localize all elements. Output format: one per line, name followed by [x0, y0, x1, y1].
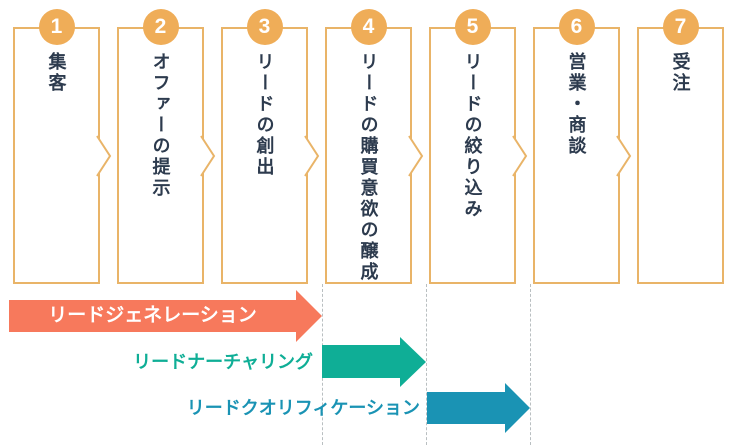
- step-label: リードの絞り込み: [462, 52, 483, 220]
- step-number: 3: [258, 15, 271, 38]
- step-number-badge: 5: [454, 9, 491, 45]
- step-number: 2: [154, 15, 167, 38]
- step-number: 1: [50, 15, 63, 38]
- step-box-5: 5 リードの絞り込み: [429, 9, 528, 284]
- chevron-right-icon: [616, 134, 632, 177]
- step-number-badge: 3: [246, 9, 283, 45]
- step-number: 6: [570, 15, 583, 38]
- chevron-right-icon: [200, 134, 216, 177]
- step-box-3: 3 リードの創出: [221, 9, 320, 284]
- step-box-7: 7 受注: [637, 9, 724, 284]
- step-box-2: 2 オファーの提示: [117, 9, 216, 284]
- step-label: リードの創出: [254, 52, 275, 178]
- step-label: 受注: [670, 52, 691, 94]
- step-box-6: 6 営業・商談: [533, 9, 632, 284]
- lead-qualification-arrow: [427, 383, 530, 433]
- step-box-1: 1 集客: [13, 9, 112, 284]
- chevron-right-icon: [408, 134, 424, 177]
- step-number-badge: 2: [142, 9, 179, 45]
- step-number-badge: 1: [38, 9, 75, 45]
- step-number-badge: 6: [558, 9, 595, 45]
- lead-generation-arrow: [9, 290, 322, 342]
- step-label: オファーの提示: [150, 52, 171, 199]
- lead-nurturing-label: リードナーチャリング: [133, 352, 313, 372]
- chevron-right-icon: [304, 134, 320, 177]
- step-number-badge: 7: [662, 9, 699, 45]
- step-label: 集客: [46, 52, 67, 94]
- step-label: リードの購買意欲の醸成: [358, 52, 379, 283]
- phase-boundary-line: [530, 284, 531, 445]
- step-number: 7: [674, 15, 687, 38]
- chevron-right-icon: [96, 134, 112, 177]
- chevron-right-icon: [512, 134, 528, 177]
- lead-nurturing-arrow: [322, 337, 426, 387]
- phase-boundary-line: [426, 284, 427, 445]
- lead-generation-label: リードジェネレーション: [48, 305, 257, 326]
- step-label: 営業・商談: [566, 52, 587, 157]
- step-number: 4: [362, 15, 375, 38]
- step-number-badge: 4: [350, 9, 387, 45]
- step-box-4: 4 リードの購買意欲の醸成: [325, 9, 424, 284]
- step-number: 5: [466, 15, 479, 38]
- lead-qualification-label: リードクオリフィケーション: [186, 398, 420, 418]
